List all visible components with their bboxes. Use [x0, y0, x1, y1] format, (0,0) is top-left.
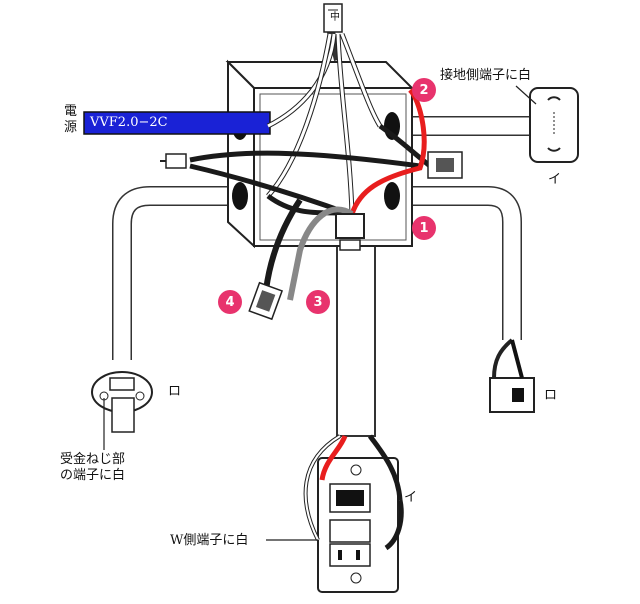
- power-label-top: 電: [64, 104, 78, 119]
- right-wire-connector: [427, 151, 463, 179]
- socket-note-line1: 受金ねじ部: [60, 452, 126, 467]
- receptacle-label: イ: [548, 172, 562, 187]
- switch-w-note: W側端子に白: [170, 533, 249, 548]
- box-top-mark: 中: [330, 12, 340, 23]
- marker-1: 1: [412, 216, 436, 240]
- marker-3: 3: [306, 290, 330, 314]
- cable-to-switch: [336, 245, 376, 437]
- switch-assembly: [317, 457, 399, 593]
- marker-2: 2: [412, 78, 436, 102]
- receptacle: [529, 87, 579, 163]
- socket-label: ロ: [168, 384, 182, 399]
- ground-note-arrow: [515, 85, 537, 105]
- ground-terminal-note: 接地側端子に白: [440, 68, 532, 83]
- lamp-socket: [91, 371, 153, 433]
- marker-4: 4: [218, 290, 242, 314]
- pilot-lamp: [489, 338, 535, 413]
- power-label-bottom: 源: [64, 120, 78, 135]
- top-connector: [323, 3, 343, 33]
- socket-note-line2: の端子に白: [60, 468, 126, 483]
- pilot-lamp-label: ロ: [544, 388, 558, 403]
- cable-label: VVF2.0−2C: [90, 115, 168, 130]
- left-wire-connector: [160, 153, 187, 169]
- red-wire: [349, 88, 427, 215]
- bottom-wire-connector: [248, 281, 284, 321]
- switch-label: イ: [404, 490, 418, 505]
- cable-to-lamp-socket: [112, 186, 228, 360]
